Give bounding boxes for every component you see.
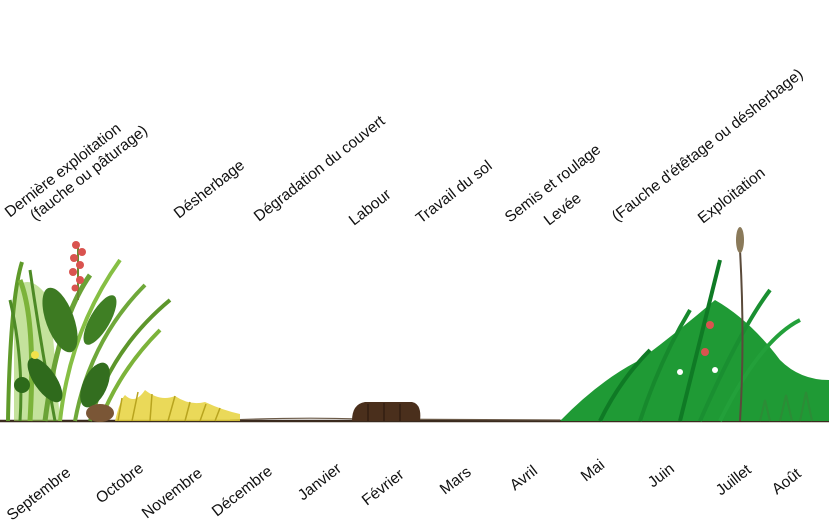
dry-grass-drawing (115, 390, 240, 422)
old-meadow-drawing (6, 241, 172, 422)
new-crop-drawing (560, 227, 829, 422)
furrow-drawing (352, 402, 421, 421)
